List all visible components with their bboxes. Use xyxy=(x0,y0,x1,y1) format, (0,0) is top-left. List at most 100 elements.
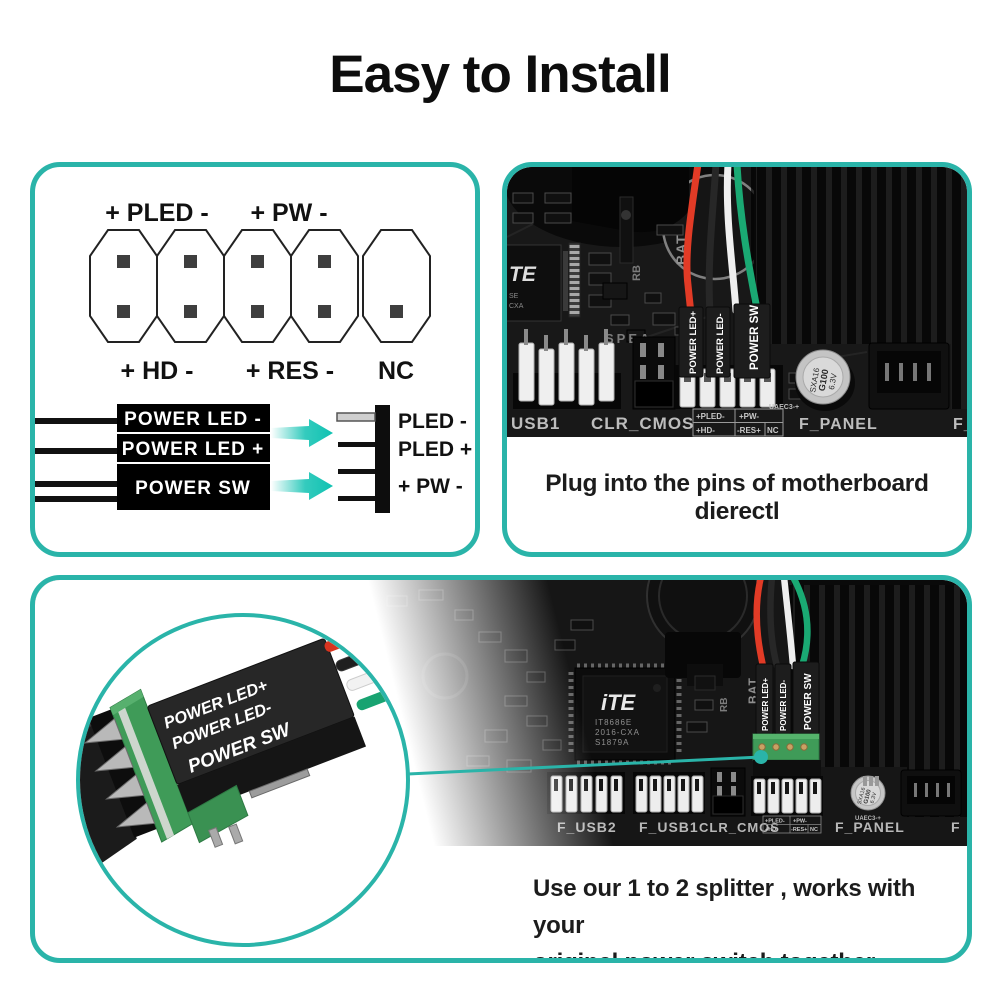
svg-text:F_USB1: F_USB1 xyxy=(639,819,699,835)
small-ic xyxy=(602,282,628,300)
splitter-label-plate xyxy=(147,638,355,785)
splitter-metal-pin xyxy=(248,768,311,799)
page-title: Easy to Install xyxy=(329,45,671,104)
splitter-zoom-circle: POWER LED+ POWER LED- POWER SW xyxy=(76,613,410,947)
metal-pin xyxy=(336,412,376,422)
arrow-right-icon xyxy=(271,472,333,500)
silkscreen-rb: RB xyxy=(719,698,730,712)
capacitor: SXA16 G100 6.3V xyxy=(795,349,855,411)
wire-black xyxy=(705,167,720,317)
pin-label-pw: + PW - xyxy=(398,475,463,498)
header-connector: PLED - PLED + + PW - xyxy=(336,405,472,513)
label-hd: + HD - xyxy=(121,357,194,385)
svg-text:M: M xyxy=(55,819,68,835)
pinout-wiring-panel: + PLED - + PW - + HD - + RES - NC POWER … xyxy=(30,162,480,557)
svg-text:+PLED-: +PLED- xyxy=(765,819,785,825)
label-pled: + PLED - xyxy=(105,199,209,227)
io-connector xyxy=(900,769,962,817)
block-power-sw: POWER SW xyxy=(135,478,251,499)
inductor-coil xyxy=(568,242,581,318)
io-connector xyxy=(868,342,950,410)
plug-label-led-plus: POWER LED+ xyxy=(688,310,699,374)
block-power-led-minus: POWER LED - xyxy=(124,409,262,430)
svg-text:+HD-: +HD- xyxy=(765,827,778,833)
arrow-right-icon xyxy=(271,419,333,447)
chip-logo: iTE xyxy=(601,690,637,715)
svg-text:2016-CXA: 2016-CXA xyxy=(595,728,640,737)
svg-text:+PW-: +PW- xyxy=(739,412,759,421)
plug-label-led-minus: POWER LED- xyxy=(715,313,726,374)
wire-plugs: POWER LED+ POWER LED- POWER SW xyxy=(755,661,820,737)
svg-text:6.3V: 6.3V xyxy=(827,372,839,390)
wire-label-blocks: POWER LED - POWER LED + POWER SW xyxy=(117,404,270,510)
front-panel-wires xyxy=(683,167,761,317)
svg-text:CXA: CXA xyxy=(509,303,524,310)
pin-label-pled-plus: PLED + xyxy=(398,438,472,461)
plug-label-power-sw: POWER SW xyxy=(803,673,814,730)
block-power-led-plus: POWER LED + xyxy=(122,439,264,460)
label-res: + RES - xyxy=(246,357,334,385)
svg-text:TE: TE xyxy=(509,263,537,286)
svg-text:F: F xyxy=(951,819,961,835)
svg-text:F_USB2: F_USB2 xyxy=(557,819,617,835)
solder-pads-111 xyxy=(863,776,879,786)
svg-text:+PLED-: +PLED- xyxy=(696,412,725,421)
clr-cmos-jumpers xyxy=(632,336,676,410)
svg-text:UAEC3-+: UAEC3-+ xyxy=(769,404,799,411)
svg-text:SXA16: SXA16 xyxy=(808,367,821,394)
motherboard-photo-closeup: BAT RB TE SE CXA SPEA xyxy=(507,167,967,437)
svg-text:S1879A: S1879A xyxy=(595,738,629,747)
pin-squares xyxy=(117,255,403,318)
pin-label-pled-minus: PLED - xyxy=(398,410,467,433)
svg-text:F_PANEL: F_PANEL xyxy=(799,416,878,433)
caption-plug-direct: Plug into the pins of motherboard dierec… xyxy=(545,470,929,525)
silkscreen-rb: RB xyxy=(631,265,643,281)
pin-socket-octagons xyxy=(89,229,431,343)
svg-text:-RES+: -RES+ xyxy=(737,426,761,435)
chip-partial: TE SE CXA xyxy=(507,244,568,322)
svg-text:SE: SE xyxy=(509,293,519,300)
wire-green xyxy=(733,167,761,313)
wire-white xyxy=(723,167,740,315)
front-panel-header-diagram: + PLED - + PW - + HD - + RES - NC POWER … xyxy=(35,199,472,513)
svg-text:+PW-: +PW- xyxy=(793,819,807,825)
splitter-render: POWER LED+ POWER LED- POWER SW xyxy=(80,625,406,897)
svg-text:CLR_CMOS: CLR_CMOS xyxy=(591,414,694,433)
clr-cmos-jumpers xyxy=(710,767,746,817)
svg-text:NC: NC xyxy=(810,827,818,833)
svg-text:USB1: USB1 xyxy=(511,414,560,433)
splitter-pcb xyxy=(752,733,821,776)
svg-text:-RES+: -RES+ xyxy=(791,827,807,833)
splitter-usage-panel: iTE IT8686E 2016-CXA S1879A BAT RB xyxy=(30,575,972,963)
plug-label-power-sw: POWER SW xyxy=(749,305,761,370)
svg-text:G100: G100 xyxy=(817,368,831,391)
silkscreen-row: USB1 CLR_CMOS F_PANEL F_ UAEC3-+ xyxy=(511,404,967,433)
motherboard-scene-top: BAT RB TE SE CXA SPEA xyxy=(507,167,967,437)
arrow-icons xyxy=(271,419,333,500)
caption-splitter-line2: original power switch together xyxy=(533,949,876,963)
svg-text:+HD-: +HD- xyxy=(696,426,715,435)
svg-text:IT8686E: IT8686E xyxy=(595,718,632,727)
caption-splitter: Use our 1 to 2 splitter , works with you… xyxy=(533,870,963,963)
usb1-header xyxy=(513,329,621,409)
plug-direct-panel: BAT RB TE SE CXA SPEA xyxy=(502,162,972,557)
splitter-housing xyxy=(80,713,137,897)
svg-text:F_: F_ xyxy=(953,416,967,433)
plug-label-led-plus: POWER LED+ xyxy=(761,678,770,731)
heatsink xyxy=(751,167,967,409)
pinout-labels: + PLED - + PW - + HD - + RES - NC xyxy=(105,199,414,385)
capacitor: SXA16 G100 6.3V xyxy=(850,775,886,811)
label-nc: NC xyxy=(378,357,414,385)
svg-text:NC: NC xyxy=(767,426,779,435)
svg-text:UAEC3-+: UAEC3-+ xyxy=(855,816,881,822)
splitter-pins xyxy=(83,717,156,828)
caption-splitter-line1: Use our 1 to 2 splitter , works with you… xyxy=(533,875,916,939)
fpanel-header xyxy=(751,776,823,816)
label-pw: + PW - xyxy=(250,199,327,227)
case-wires xyxy=(35,418,119,502)
ite-chip: iTE IT8686E 2016-CXA S1879A xyxy=(568,663,682,765)
plug-label-led-minus: POWER LED- xyxy=(779,680,788,731)
wire-red xyxy=(683,167,702,317)
wire-plugs: POWER LED+ POWER LED- POWER SW xyxy=(678,303,771,379)
